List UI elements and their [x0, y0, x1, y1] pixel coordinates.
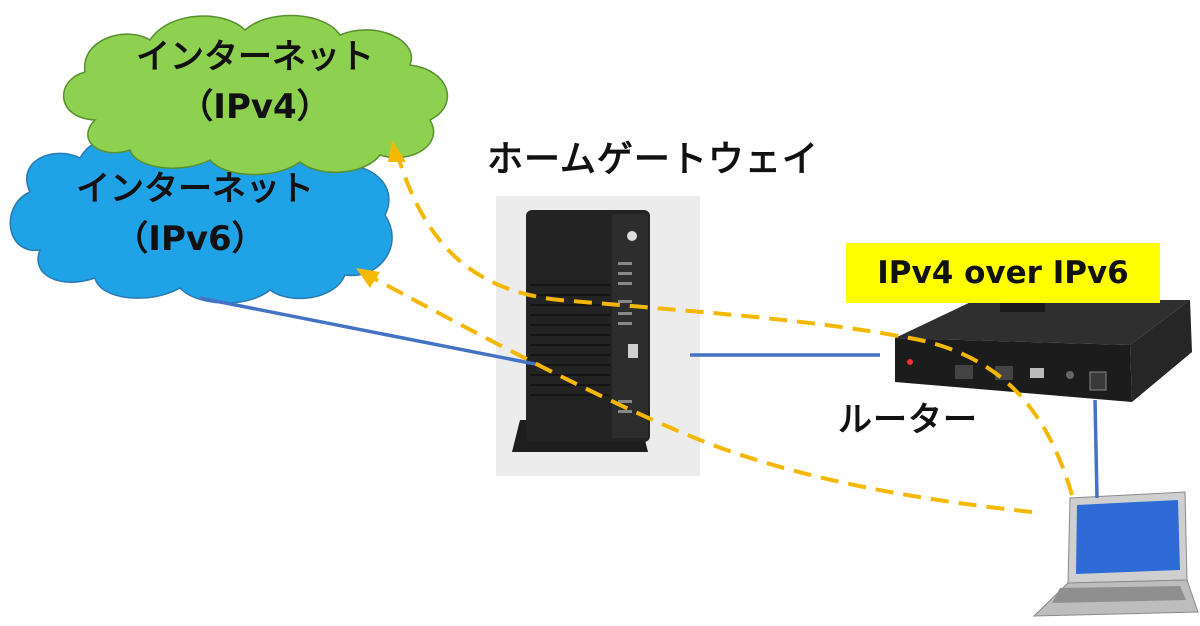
cable-ipv6-to-gateway — [199, 296, 541, 367]
laptop-device — [1032, 491, 1199, 617]
router-side-face — [1130, 300, 1192, 402]
gateway-led-icons — [618, 262, 632, 413]
laptop-keys — [1052, 586, 1186, 603]
router-port-icons — [907, 359, 1107, 391]
router-top-surface — [895, 300, 1190, 345]
internet-ipv4-cloud: インターネット （IPv4） — [62, 14, 449, 176]
router-front-face — [895, 338, 1132, 402]
network-cables — [199, 296, 1099, 499]
internet-ipv6-cloud: インターネット （IPv6） — [9, 132, 393, 304]
ipv4-over-ipv6-badge: IPv4 over IPv6 — [846, 243, 1160, 303]
ipv6-cloud-line2: （IPv6） — [114, 219, 265, 259]
arrowheads — [356, 140, 406, 288]
cable-router-to-laptop — [1093, 399, 1099, 499]
ipv4-over-ipv6-router-device — [895, 300, 1192, 402]
gateway-usb-port-icon — [628, 344, 638, 358]
ipv4-cloud-line1: インターネット — [136, 37, 374, 77]
router-top-handle — [1000, 302, 1045, 312]
ipv4-over-ipv6-tunnel-path — [394, 149, 1074, 496]
ipv4-arrowhead-icon — [388, 140, 406, 162]
gateway-logo-icon — [627, 231, 637, 241]
gateway-vent-lines — [530, 284, 610, 396]
home-gateway-label: ホームゲートウェイ — [487, 139, 819, 180]
laptop-screen — [1076, 500, 1180, 574]
ipv6-cloud-line1: インターネット — [76, 169, 314, 209]
ipv4-cloud-line2: （IPv4） — [179, 87, 330, 127]
ipv6-direct-path — [361, 270, 1033, 514]
ipv6-arrowhead-icon — [356, 268, 380, 288]
home-gateway-device — [496, 196, 700, 476]
cloud-shape-ipv6 — [9, 132, 393, 304]
traffic-paths — [361, 149, 1074, 514]
cloud-shape-ipv4 — [62, 14, 449, 176]
router-label: ルーター — [838, 400, 978, 440]
